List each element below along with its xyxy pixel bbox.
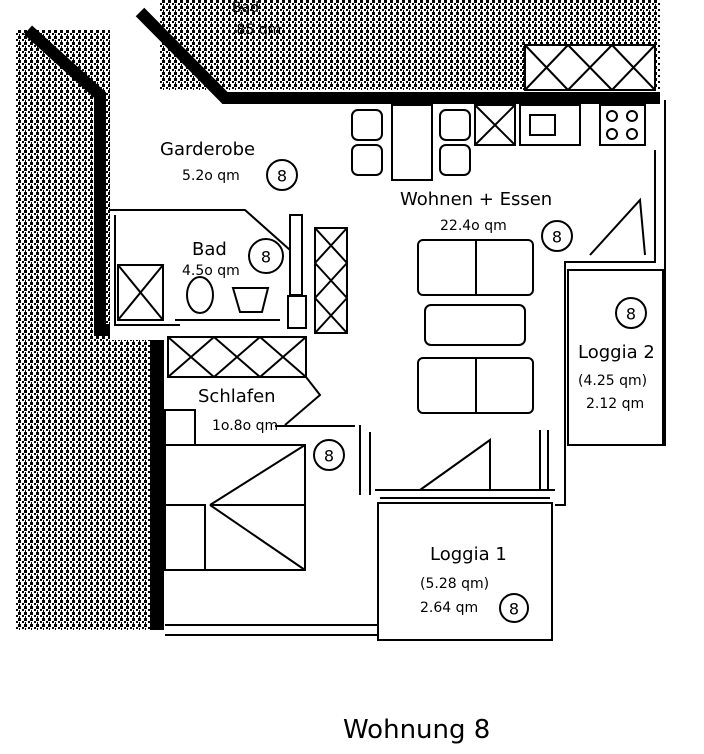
bed	[164, 409, 306, 571]
unit-badge: 8	[261, 248, 271, 267]
unit-badge-circle	[266, 159, 298, 191]
room-name: Bad	[192, 239, 227, 260]
room-area: 5.2o qm	[182, 168, 240, 184]
room-schlafen: Schlafen 1o.8o qm 8	[198, 386, 355, 471]
room-name: Wohnen + Essen	[400, 189, 552, 210]
bathroom-fixtures	[117, 214, 348, 334]
room-area: 2.64 qm	[420, 600, 478, 616]
room-name: Garderobe	[160, 139, 255, 160]
dining-table	[351, 104, 471, 181]
kitchen	[474, 104, 646, 146]
neighbor-area-top: Bad .85 qm	[135, 0, 660, 104]
room-area-gross: (4.25 qm)	[578, 373, 647, 389]
room-area-gross: (5.28 qm)	[420, 576, 489, 592]
room-bad: Bad 4.5o qm 8	[182, 238, 284, 279]
unit-badge-circle	[313, 439, 345, 471]
top-room-name: Bad	[232, 0, 259, 16]
unit-badge: 8	[324, 447, 334, 466]
room-name: Loggia 1	[430, 544, 507, 565]
unit-badge: 8	[509, 600, 519, 619]
unit-badge-circle	[248, 238, 284, 274]
room-garderobe: Garderobe 5.2o qm 8	[160, 139, 298, 191]
room-wohnen-essen: Wohnen + Essen 22.4o qm 8	[400, 189, 573, 252]
room-area: 2.12 qm	[586, 396, 644, 412]
plan-title: Wohnung 8	[343, 715, 490, 745]
walls	[110, 100, 666, 641]
unit-badge-circle	[499, 593, 529, 623]
unit-badge-circle	[615, 297, 647, 329]
room-name: Loggia 2	[578, 342, 655, 363]
unit-badge: 8	[277, 167, 287, 186]
neighbor-area-left	[15, 25, 164, 630]
unit-badge: 8	[552, 228, 562, 247]
room-loggia-1: Loggia 1 (5.28 qm) 2.64 qm 8	[420, 544, 529, 623]
top-room-area: .85 qm	[232, 22, 281, 38]
sofa-set	[417, 239, 534, 414]
room-name: Schlafen	[198, 386, 276, 407]
room-area: 22.4o qm	[440, 218, 507, 234]
room-loggia-2: 8 Loggia 2 (4.25 qm) 2.12 qm	[578, 297, 655, 412]
room-area: 1o.8o qm	[212, 418, 278, 434]
wardrobe	[167, 336, 322, 426]
unit-badge-circle	[541, 220, 573, 252]
unit-badge: 8	[626, 305, 636, 324]
room-area: 4.5o qm	[182, 263, 240, 279]
